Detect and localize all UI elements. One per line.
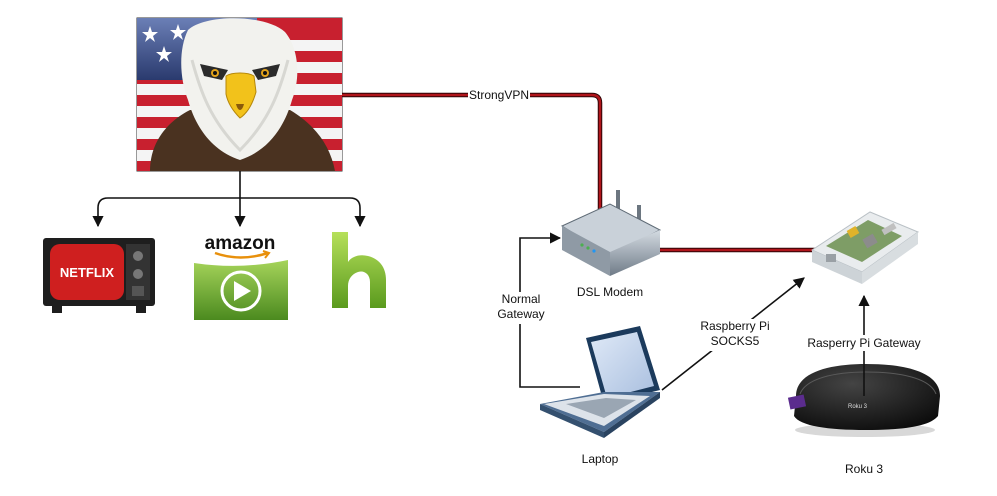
strongvpn-label: StrongVPN xyxy=(469,88,529,102)
netflix-logo-text: NETFLIX xyxy=(60,265,114,280)
eagle-flag-image xyxy=(136,17,343,172)
service-tree-connector xyxy=(92,171,366,228)
dsl-modem-label: DSL Modem xyxy=(577,285,643,299)
netflix-tv-icon: NETFLIX xyxy=(43,238,155,313)
socks5-label-line1: Raspberry Pi xyxy=(700,319,769,333)
amazon-logo-text: amazon xyxy=(205,233,276,254)
roku-device-logo: Roku 3 xyxy=(848,404,868,410)
pi-gateway-label: Rasperry Pi Gateway xyxy=(807,336,920,350)
amazon-video-icon: amazon xyxy=(194,233,288,320)
roku-label: Roku 3 xyxy=(845,462,883,476)
dsl-modem-icon xyxy=(560,190,662,276)
socks5-label-line2: SOCKS5 xyxy=(711,334,760,348)
raspberry-pi-icon xyxy=(810,211,920,284)
laptop-icon xyxy=(540,326,660,438)
hulu-icon xyxy=(332,232,386,308)
normal-gateway-label-line1: Normal xyxy=(502,292,541,306)
normal-gateway-label-line2: Gateway xyxy=(497,307,544,321)
laptop-label: Laptop xyxy=(582,452,619,466)
roku3-icon: Roku 3 xyxy=(787,364,940,437)
